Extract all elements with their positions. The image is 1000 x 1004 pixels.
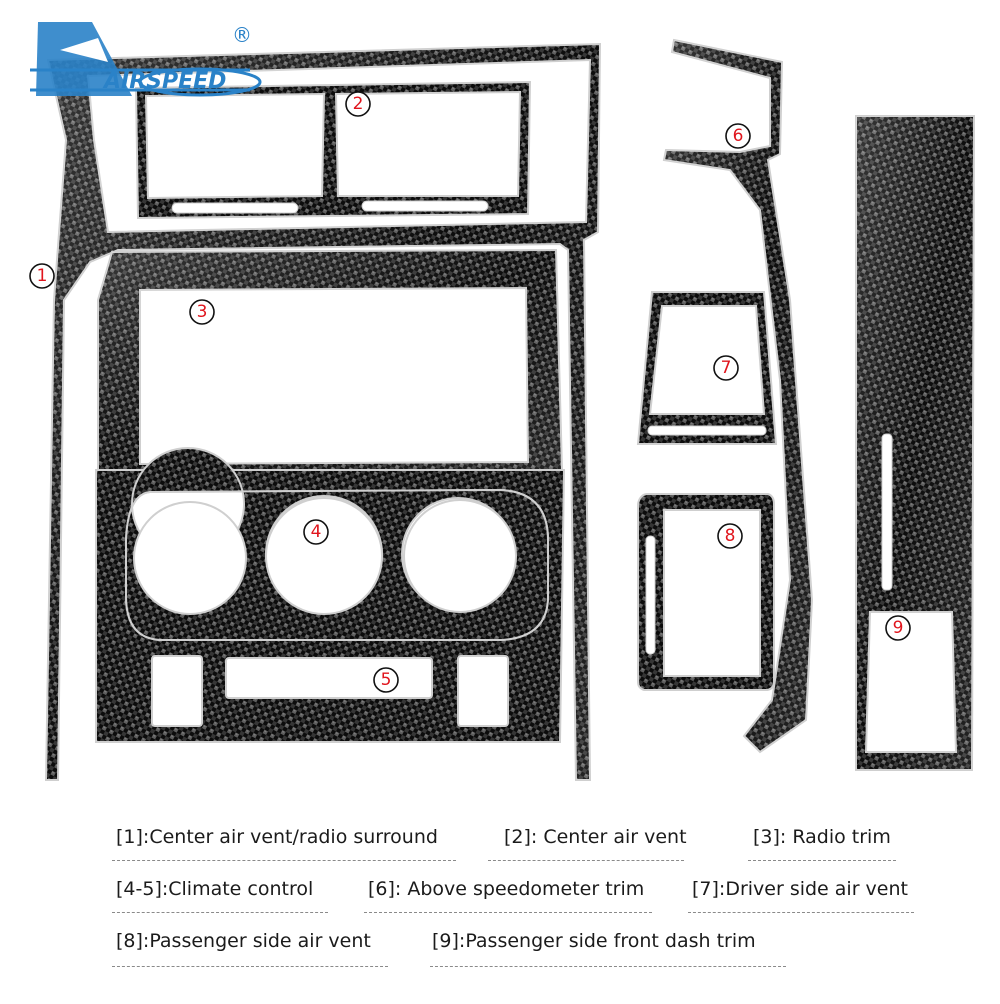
- svg-text:2: 2: [353, 94, 364, 114]
- trim-piece-8-passenger-air-vent: [637, 493, 775, 691]
- caption-8-passenger-air-vent: [8]:Passenger side air vent: [116, 930, 371, 952]
- svg-text:8: 8: [725, 526, 736, 546]
- caption-2-center-air-vent: [2]: Center air vent: [504, 826, 687, 848]
- number-badge-7: 7: [713, 355, 739, 381]
- caption-divider: [430, 966, 786, 967]
- svg-text:3: 3: [197, 302, 208, 322]
- caption-divider: [364, 912, 652, 913]
- svg-text:9: 9: [893, 618, 904, 638]
- caption-6-above-speedometer: [6]: Above speedometer trim: [368, 878, 645, 900]
- caption-divider: [112, 860, 456, 861]
- caption-divider: [488, 860, 684, 861]
- trim-piece-7-driver-air-vent: [636, 291, 778, 445]
- number-badge-1: 1: [29, 263, 55, 289]
- logo-wordmark: AIRSPEED: [102, 69, 226, 94]
- trim-piece-3-radio-trim: [97, 248, 564, 474]
- caption-3-radio-trim: [3]: Radio trim: [753, 826, 891, 848]
- svg-text:5: 5: [381, 670, 392, 690]
- svg-text:6: 6: [733, 126, 744, 146]
- svg-text:7: 7: [721, 358, 732, 378]
- trim-piece-6-above-speedometer: [662, 38, 814, 754]
- caption-divider: [112, 966, 388, 967]
- caption-divider: [688, 912, 914, 913]
- caption-9-passenger-dash-trim: [9]:Passenger side front dash trim: [432, 930, 756, 952]
- number-badge-4: 4: [303, 519, 329, 545]
- number-badge-9: 9: [885, 615, 911, 641]
- caption-7-driver-air-vent: [7]:Driver side air vent: [692, 878, 908, 900]
- trim-piece-1-center-surround: [44, 42, 602, 781]
- caption-4-5-climate-control: [4-5]:Climate control: [116, 878, 314, 900]
- registered-mark: ®: [232, 23, 252, 47]
- airspeed-logo: AIRSPEED ®: [30, 22, 262, 97]
- number-badge-3: 3: [189, 299, 215, 325]
- number-badge-6: 6: [725, 123, 751, 149]
- number-badge-8: 8: [717, 523, 743, 549]
- svg-text:4: 4: [311, 522, 322, 542]
- caption-1-center-surround: [1]:Center air vent/radio surround: [116, 826, 438, 848]
- caption-divider: [112, 912, 328, 913]
- caption-divider: [748, 860, 896, 861]
- trim-piece-2-center-air-vent: [134, 80, 532, 220]
- number-badge-2: 2: [345, 91, 371, 117]
- svg-text:1: 1: [37, 266, 48, 286]
- trim-piece-9-passenger-dash-trim: [855, 115, 976, 771]
- trim-piece-4-5-climate-control: [95, 447, 566, 743]
- number-badge-5: 5: [373, 667, 399, 693]
